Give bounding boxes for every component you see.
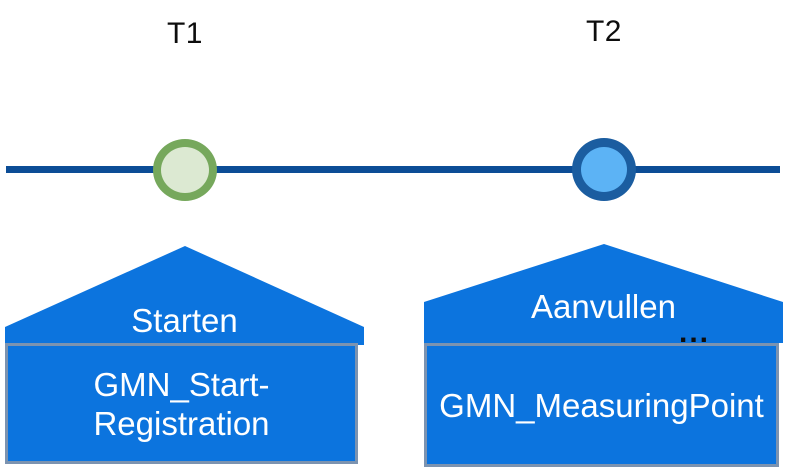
- milestone-label-t1: T1: [166, 17, 203, 50]
- phase-box-gmn-measuringpoint[interactable]: GMN_MeasuringPoint: [424, 343, 779, 467]
- phase-box-label-gmn-measuringpoint: GMN_MeasuringPoint: [439, 386, 764, 424]
- phase-box-label-gmn-start-registration: GMN_Start-Registration: [93, 365, 270, 442]
- timeline-axis: [6, 166, 780, 173]
- phase-banner-label-starten: Starten: [131, 302, 238, 339]
- phase-banner-ellipsis-aanvullen: ...: [679, 316, 711, 349]
- phase-group-aanvullen[interactable]: Aanvullen ... GMN_MeasuringPoint: [424, 242, 783, 470]
- phase-banner-label-aanvullen: Aanvullen: [531, 288, 676, 325]
- phase-banner-pentagon-aanvullen: [424, 242, 783, 343]
- phase-banner-pentagon-starten: [5, 244, 364, 345]
- milestone-label-t2: T2: [585, 15, 622, 48]
- phase-group-starten[interactable]: Starten GMN_Start-Registration: [5, 244, 364, 470]
- milestone-marker-t1[interactable]: [153, 139, 217, 201]
- milestone-marker-t2[interactable]: [572, 138, 636, 201]
- phase-box-gmn-start-registration[interactable]: GMN_Start-Registration: [5, 343, 358, 464]
